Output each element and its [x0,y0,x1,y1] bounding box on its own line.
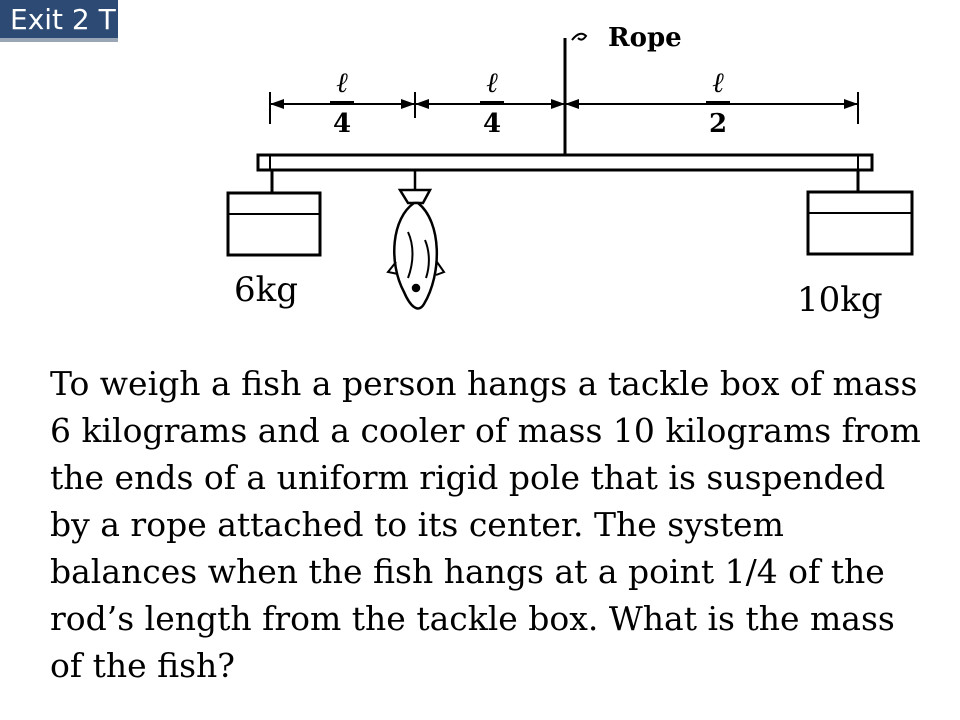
question-text: To weigh a fish a person hangs a tackle … [50,364,921,685]
pole [256,153,874,172]
segment-label-2: ℓ 4 [480,66,504,139]
cooler [806,170,914,256]
cooler-mass-label: 10kg [797,280,883,320]
rope-label: Rope [608,23,682,53]
svg-text:4: 4 [483,109,501,139]
svg-text:ℓ: ℓ [712,66,724,99]
svg-text:ℓ: ℓ [336,66,348,99]
tackle-box [226,170,322,257]
segment-label-3: ℓ 2 [706,66,730,139]
lever-diagram: Rope ℓ 4 ℓ 4 ℓ 2 [226,23,914,310]
svg-text:ℓ: ℓ [486,66,498,99]
tackle-box-mass-label: 6kg [234,270,298,310]
exit-button[interactable]: Exit 2 T [0,0,118,42]
fish-icon [386,170,446,310]
dimension-line [269,92,859,124]
segment-label-1: ℓ 4 [330,66,354,139]
svg-text:4: 4 [333,109,351,139]
svg-text:2: 2 [709,109,727,139]
